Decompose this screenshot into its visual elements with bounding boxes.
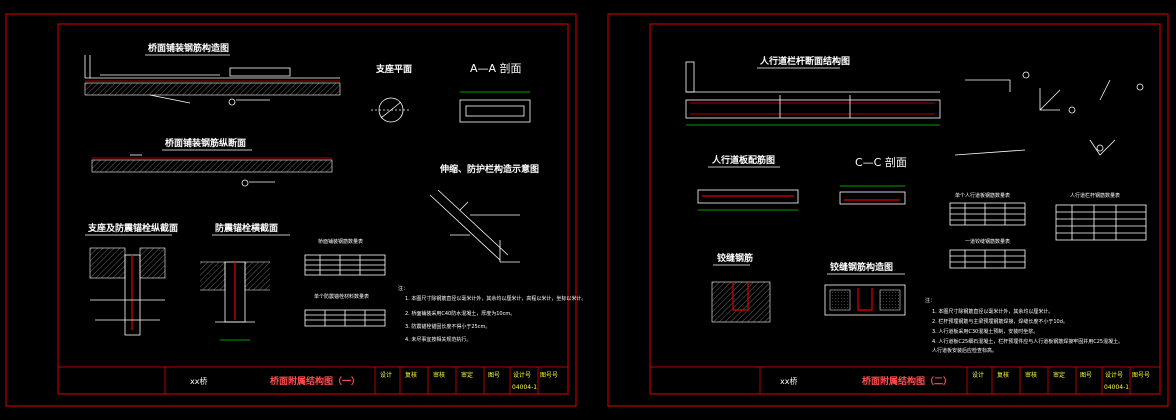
title-joint-rebar: 铰缝钢筋 [717, 252, 753, 264]
sheet2-note-1: 1. 本图尺寸除钢筋直径以毫米计外，其余均以厘米计。 [932, 308, 1053, 315]
section-aa-drawing [459, 91, 531, 123]
title-anchor-detail: 伸缩、防护栏构造示意图 [439, 163, 539, 175]
sheet2-notes-label: 注： [925, 297, 935, 304]
sheet2-tb-review: 审核 [1025, 371, 1037, 379]
sheet1-drawing-number: 04004-1 [512, 384, 537, 391]
sheet2-drawing-number: 04004-1 [1104, 384, 1129, 391]
sheet2-tb-drawing-no: 图号号 [1132, 372, 1150, 379]
sheet2-table2 [1055, 204, 1147, 241]
title-deck-pave-rebar-plan: 桥面铺装钢筋构造图 [148, 42, 229, 54]
deck-pave-plan-drawing [84, 55, 341, 106]
sheet1-outer-frame [5, 13, 577, 407]
shock-anchor-drawing [200, 261, 270, 341]
sheet2-note-2: 2. 栏杆预埋钢筋与主梁预埋钢筋焊接，焊缝长度不小于10d。 [932, 318, 1068, 325]
title-shock-anchor: 防震锚栓横截面 [215, 222, 278, 234]
sheet1-project-name: xx桥 [190, 376, 207, 386]
sheet2-outer-frame [607, 13, 1169, 407]
deck-pave-long-drawing [91, 154, 333, 187]
sheet2-table1-title: 单个人行道板钢筋数量表 [955, 192, 1010, 199]
sheet2-table1 [949, 202, 1026, 226]
table2-title: 单个防震锚栓材料数量表 [314, 293, 369, 300]
title-section-cc: C—C 剖面 [855, 155, 907, 169]
sheet1-table1 [304, 254, 386, 276]
sheet1-tb-sheet: 图号 [488, 372, 500, 379]
title-support-anchor: 支座及防震锚栓纵截面 [87, 222, 178, 234]
sheet1-tb-design-no: 设计号 [513, 371, 531, 379]
sheet1-inner-frame [57, 23, 569, 395]
title-sidewalk-rebar: 人行道板配筋图 [711, 154, 775, 166]
title-joint-detail: 铰缝钢筋构造图 [830, 261, 893, 273]
sheet1-tb-approve: 审定 [461, 371, 473, 379]
title-deck-pave-rebar-long: 桥面铺装钢筋纵断面 [165, 137, 246, 149]
sheet1-notes-label: 注： [398, 285, 408, 292]
sheet2-title-block: xx桥 桥面附属结构图（二） 设计 复核 审核 审定 图号 设计号 图号号 04… [649, 366, 1161, 395]
joint-detail-drawing [824, 284, 906, 316]
sheet1-tb-design: 设计 [380, 371, 392, 379]
sidewalk-section-drawing [685, 61, 941, 126]
sheet1-drawing-title: 桥面附属结构图（一） [270, 375, 360, 387]
sheet2-drawing-title: 桥面附属结构图（二） [862, 375, 952, 387]
sheet1-note-4: 4. 未尽事宜按相关规范执行。 [405, 336, 471, 343]
sheet2-tb-design: 设计 [972, 371, 984, 379]
sheet2-table2-title: 人行道栏杆钢筋数量表 [1070, 192, 1120, 199]
joint-rebar-drawing [711, 281, 771, 323]
section-cc-drawing [839, 185, 906, 205]
support-plan-drawing [371, 97, 411, 123]
table1-title: 桥面铺装钢筋数量表 [318, 238, 363, 245]
sheet2-tb-sheet: 图号 [1080, 372, 1092, 379]
sheet-1: 桥面铺装钢筋构造图 桥面铺装钢筋纵断面 支座平面 [5, 13, 586, 407]
support-anchor-drawing [89, 247, 166, 336]
rebar-shapes-top-right [954, 71, 1144, 156]
sidewalk-rebar-drawing [697, 189, 799, 211]
sheet2-project-name: xx桥 [780, 376, 797, 386]
title-sidewalk-section: 人行道栏杆断面结构图 [759, 55, 850, 67]
sheet1-tb-check: 复核 [405, 371, 417, 379]
title-support-plan: 支座平面 [375, 63, 412, 75]
sheet-2: 人行道栏杆断面结构图 人行道板配筋图 [607, 13, 1169, 407]
sheet2-tb-design-no: 设计号 [1105, 371, 1123, 379]
sheet2-table3 [949, 249, 1026, 269]
sheet2-table3-title: 一道铰缝钢筋数量表 [965, 238, 1010, 245]
sheet2-note-5: 人行道板安装后应检查标高。 [932, 347, 997, 354]
sheet1-tb-review: 审核 [433, 371, 445, 379]
sheet1-table2 [304, 309, 386, 327]
sheet2-tb-check: 复核 [997, 371, 1009, 379]
sheet1-title-block: xx桥 桥面附属结构图（一） 设计 复核 审核 审定 图号 设计号 图号号 04… [57, 366, 569, 395]
sheet1-note-2: 2. 桥面铺装采用C40防水混凝土，厚度为10cm。 [405, 310, 515, 317]
sheet1-note-3: 3. 防震锚栓锚固长度不得小于25cm。 [405, 323, 490, 330]
sheet2-note-3: 3. 人行道板采用C30混凝土预制，安装时坐浆。 [932, 328, 1038, 335]
title-section-aa: A—A 剖面 [470, 61, 522, 75]
sheet2-tb-approve: 审定 [1053, 371, 1065, 379]
anchor-detail-drawing [429, 189, 520, 263]
sheet1-note-1: 1. 本图尺寸除钢筋直径以毫米计外，其余均以厘米计，高程以米计，坐标以米计。 [405, 295, 586, 302]
sheet2-note-4: 4. 人行道板C25细石混凝土，栏杆预埋件应与人行道板钢筋焊接牢固并用C25混凝… [932, 338, 1123, 345]
sheet1-tb-drawing-no: 图号号 [540, 372, 558, 379]
